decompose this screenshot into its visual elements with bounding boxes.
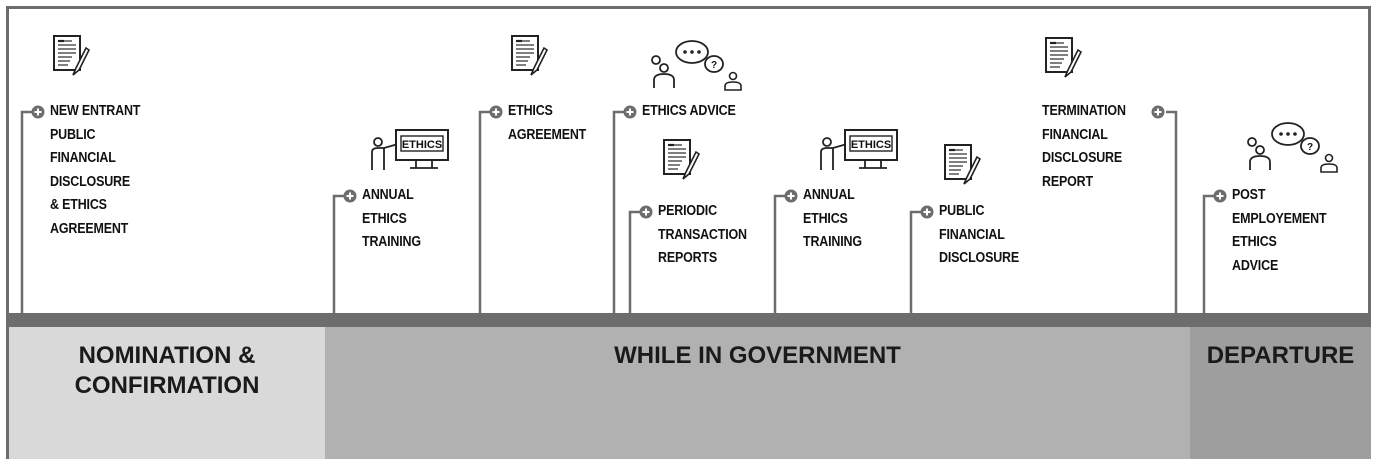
- document-pencil-icon: [511, 35, 549, 76]
- event-line: ETHICS: [362, 210, 407, 227]
- event-line: REPORT: [1042, 173, 1093, 190]
- event-line: EMPLOYEMENT: [1232, 210, 1327, 227]
- event-line: TRANSACTION: [658, 226, 747, 243]
- event-line: AGREEMENT: [508, 126, 587, 143]
- connector-ethics-advice: [612, 110, 624, 313]
- event-annual-training-2: ANNUAL ETHICS TRAINING: [803, 184, 862, 255]
- event-line: DISCLOSURE: [1042, 150, 1123, 166]
- connector-new-entrant: [20, 110, 32, 313]
- event-post-employment: POST EMPLOYEMENT ETHICS ADVICE: [1232, 184, 1327, 278]
- event-line: TERMINATION: [1042, 103, 1126, 119]
- document-pencil-icon: [1045, 37, 1083, 78]
- plus-icon: [343, 189, 357, 203]
- event-line: TRAINING: [803, 234, 862, 250]
- event-ethics-advice: ETHICS ADVICE: [642, 100, 736, 124]
- connector-termination: [1166, 110, 1178, 313]
- event-ethics-agreement: ETHICS AGREEMENT: [508, 100, 586, 147]
- phase-label: DEPARTURE: [1206, 342, 1355, 369]
- event-line: PUBLIC: [50, 126, 96, 143]
- phase-nomination: NOMINATION & CONFIRMATION: [9, 327, 325, 459]
- svg-text:?: ?: [1307, 142, 1313, 153]
- plus-icon: [1213, 189, 1227, 203]
- phase-label: NOMINATION &: [78, 342, 256, 369]
- plus-icon: [1151, 105, 1165, 119]
- phase-departure: DEPARTURE: [1190, 327, 1371, 459]
- plus-icon: [920, 205, 934, 219]
- plus-icon: [623, 105, 637, 119]
- plus-icon: [489, 105, 503, 119]
- connector-public-financial: [909, 210, 921, 313]
- timeline-frame: [6, 6, 1371, 459]
- document-pencil-icon: [944, 144, 982, 185]
- board-text: ETHICS: [402, 139, 442, 151]
- event-termination: TERMINATION FINANCIAL DISCLOSURE REPORT: [1042, 100, 1126, 194]
- event-periodic-transaction: PERIODIC TRANSACTION REPORTS: [658, 200, 747, 271]
- document-pencil-icon: [663, 139, 701, 180]
- event-line: AGREEMENT: [50, 220, 129, 237]
- event-line: ADVICE: [1232, 257, 1279, 274]
- ethics-training-icon: ETHICS: [371, 129, 449, 170]
- event-line: TRAINING: [362, 234, 421, 250]
- event-line: FINANCIAL: [939, 226, 1005, 243]
- event-line: ETHICS ADVICE: [642, 103, 736, 119]
- connector-ethics-agreement: [478, 110, 490, 313]
- event-line: DISCLOSURE: [50, 173, 131, 190]
- event-new-entrant: NEW ENTRANT PUBLIC FINANCIAL DISCLOSURE …: [50, 100, 140, 241]
- phase-label: CONFIRMATION: [74, 372, 260, 399]
- event-line: PERIODIC: [658, 203, 717, 219]
- ethics-training-icon: ETHICS: [820, 129, 898, 170]
- event-line: DISCLOSURE: [939, 250, 1020, 266]
- svg-text:?: ?: [711, 60, 717, 71]
- connector-post-employment: [1202, 194, 1214, 313]
- event-public-financial: PUBLIC FINANCIAL DISCLOSURE: [939, 200, 1019, 271]
- event-line: ANNUAL: [362, 187, 414, 203]
- connector-annual-training-1: [332, 194, 344, 313]
- event-line: ETHICS: [508, 103, 553, 119]
- document-pencil-icon: [53, 35, 91, 76]
- phase-label: WHILE IN GOVERNMENT: [614, 342, 901, 369]
- event-line: ETHICS: [803, 210, 848, 227]
- event-line: NEW ENTRANT: [50, 103, 141, 119]
- connector-annual-training-2: [773, 194, 785, 313]
- board-text: ETHICS: [851, 139, 891, 151]
- plus-icon: [639, 205, 653, 219]
- conversation-icon: ?: [651, 40, 742, 91]
- plus-icon: [784, 189, 798, 203]
- event-line: & ETHICS: [50, 197, 107, 213]
- event-line: FINANCIAL: [50, 150, 116, 166]
- timeline-bar: [9, 313, 1371, 327]
- conversation-icon: ?: [1247, 122, 1338, 173]
- event-annual-training-1: ANNUAL ETHICS TRAINING: [362, 184, 421, 255]
- event-line: FINANCIAL: [1042, 126, 1108, 143]
- connector-periodic-transaction: [628, 210, 640, 313]
- event-line: ETHICS: [1232, 234, 1277, 250]
- event-line: ANNUAL: [803, 187, 855, 203]
- event-line: REPORTS: [658, 250, 718, 266]
- event-line: PUBLIC: [939, 203, 985, 219]
- phase-while-in-government: WHILE IN GOVERNMENT: [325, 327, 1190, 459]
- plus-icon: [31, 105, 45, 119]
- event-line: POST: [1232, 187, 1266, 203]
